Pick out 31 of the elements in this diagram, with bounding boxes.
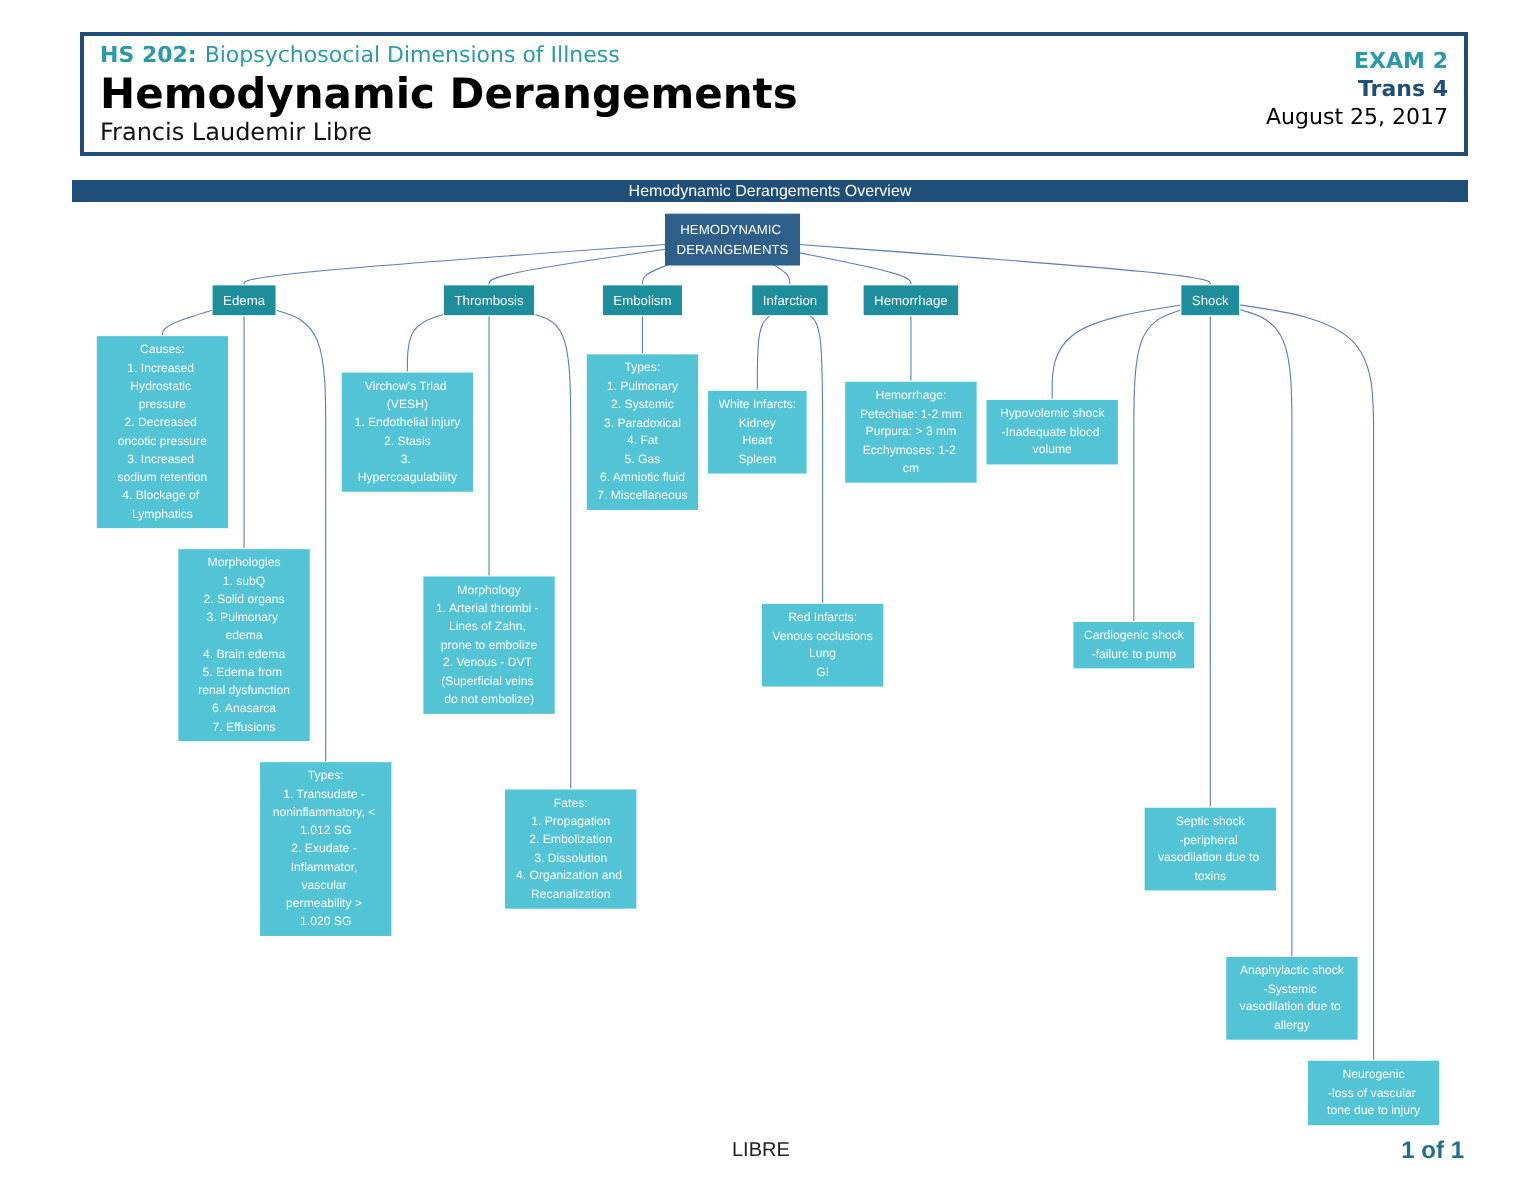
connector [406, 313, 444, 373]
connector [488, 248, 667, 286]
course-code: HS 202: [100, 42, 197, 70]
connector [1239, 308, 1293, 957]
connector [243, 243, 667, 286]
connector [1051, 304, 1182, 400]
connector [773, 264, 791, 286]
transcript-number: Trans 4 [1357, 76, 1448, 104]
connector [275, 309, 327, 763]
connector [1239, 304, 1375, 1061]
connector [534, 313, 572, 790]
connector [641, 264, 669, 286]
connector [798, 244, 1211, 286]
course-title: Biopsychosocial Dimensions of Illness [204, 42, 620, 70]
connector [798, 252, 912, 286]
page-number: 1 of 1 [1401, 1136, 1464, 1164]
connector [756, 315, 771, 391]
connector [488, 315, 490, 577]
connector [1209, 315, 1211, 808]
document-title: Hemodynamic Derangements [100, 70, 798, 118]
connector [910, 315, 912, 382]
connector [1133, 309, 1182, 622]
exam-number: EXAM 2 [1354, 48, 1448, 76]
connector [809, 315, 824, 604]
section-banner: Hemodynamic Derangements Overview [72, 180, 1468, 202]
connector [161, 309, 213, 337]
footer-text: LIBRE [732, 1140, 790, 1162]
date-text: August 25, 2017 [1266, 104, 1448, 132]
connector [641, 315, 643, 355]
author-name: Francis Laudemir Libre [100, 118, 373, 148]
connector [243, 315, 245, 550]
